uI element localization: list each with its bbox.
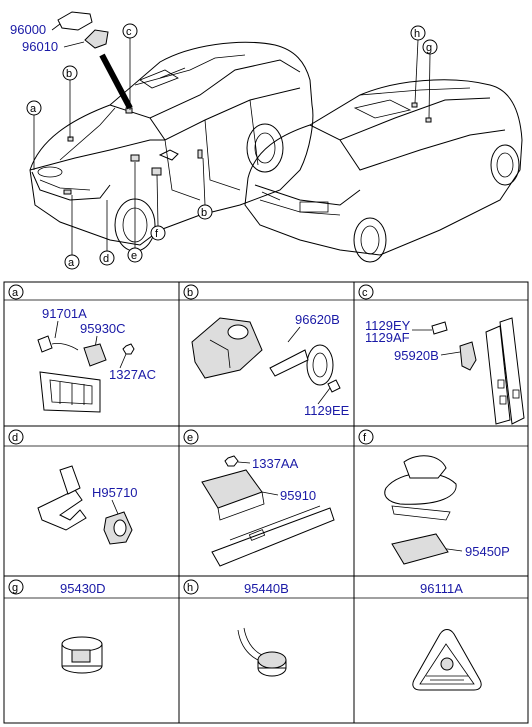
part-label-1129EY: 1129EY <box>365 318 411 333</box>
svg-text:g: g <box>12 582 18 594</box>
callout-b-top: b <box>62 65 78 138</box>
part-label-1327AC: 1327AC <box>109 367 156 382</box>
svg-text:d: d <box>103 253 109 265</box>
callout-f: f <box>150 174 166 241</box>
svg-text:c: c <box>362 287 368 299</box>
cell-letter-f: f <box>358 429 374 445</box>
part-label-95450P: 95450P <box>465 544 510 559</box>
svg-text:c: c <box>126 26 132 38</box>
svg-text:h: h <box>187 582 193 594</box>
cell-letter-e: e <box>183 429 199 445</box>
svg-text:g: g <box>426 42 432 54</box>
svg-text:h: h <box>414 28 420 40</box>
cell-letter-b: b <box>183 284 199 300</box>
cell-letter-a: a <box>8 284 24 300</box>
cell-a-parts: 91701A 95930C 1327AC <box>37 306 156 413</box>
cell-letter-g: g <box>8 579 24 595</box>
cell-f-parts: 95450P <box>384 455 510 565</box>
svg-text:e: e <box>187 432 193 444</box>
key-fob-illustration <box>57 11 133 110</box>
part-label-95430D: 95430D <box>60 581 106 596</box>
cell-d-parts: H95710 <box>37 465 138 545</box>
svg-text:a: a <box>68 257 75 269</box>
svg-text:b: b <box>187 287 193 299</box>
callout-d: d <box>99 200 115 266</box>
svg-text:b: b <box>66 68 72 80</box>
part-label-1129EE: 1129EE <box>304 403 350 418</box>
part-label-96620B: 96620B <box>295 312 340 327</box>
callout-h: h <box>410 25 426 104</box>
callout-b-right: b <box>197 157 213 220</box>
svg-text:a: a <box>12 287 19 299</box>
cell-c-parts: 1129EY 1129AF 95920B <box>365 317 525 425</box>
cell-g-parts: 95430D <box>60 581 106 674</box>
cell-h-parts: 95440B <box>237 581 289 677</box>
cell-letter-d: d <box>8 429 24 445</box>
cell-letter-h: h <box>183 579 199 595</box>
part-label-95920B: 95920B <box>394 348 439 363</box>
front-car-illustration <box>29 41 314 252</box>
svg-text:a: a <box>30 103 37 115</box>
callout-e: e <box>127 162 143 263</box>
callout-a-bottom: a <box>64 195 80 270</box>
part-label-91701A: 91701A <box>42 306 87 321</box>
part-label-1337AA: 1337AA <box>252 456 299 471</box>
svg-text:f: f <box>363 432 367 444</box>
callout-g: g <box>422 39 438 119</box>
svg-text:b: b <box>201 207 207 219</box>
svg-text:f: f <box>155 228 159 240</box>
callout-c-top: c <box>122 23 138 110</box>
part-label-95930C: 95930C <box>80 321 126 336</box>
part-label-H95710: H95710 <box>92 485 138 500</box>
parts-grid <box>3 281 529 724</box>
part-label-95910: 95910 <box>280 488 316 503</box>
callout-a-top: a <box>26 100 42 170</box>
cell-letter-c: c <box>358 284 374 300</box>
part-label-1129AF: 1129AF <box>365 330 410 345</box>
cell-e-parts: 1337AA 95910 <box>201 455 335 567</box>
part-label-96000: 96000 <box>10 22 46 37</box>
svg-text:d: d <box>12 432 18 444</box>
part-label-96111A: 96111A <box>420 581 463 596</box>
cell-96111A-parts: 96111A <box>412 581 482 691</box>
part-label-95440B: 95440B <box>244 581 289 596</box>
rear-car-illustration <box>244 79 523 263</box>
svg-text:e: e <box>131 250 137 262</box>
cell-b-parts: 96620B 1129EE <box>191 312 350 418</box>
part-label-96010: 96010 <box>22 39 58 54</box>
